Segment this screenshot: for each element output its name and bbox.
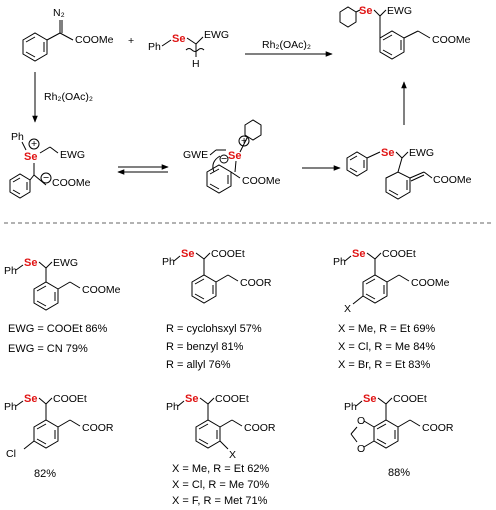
ewg-label: EWG <box>204 29 229 41</box>
ylide-intermediate: Ph Se + EWG − COOMe <box>9 131 91 199</box>
yield-line: X = Cl, R = Me 84% <box>338 341 435 353</box>
svg-text:COOMe: COOMe <box>411 277 450 289</box>
product-5: Ph Se COOEt X COOR X = Me, R = Et 62% X … <box>166 393 276 507</box>
svg-text:COOMe: COOMe <box>52 177 91 189</box>
reagent-top: Rh₂(OAc)₂ <box>262 39 311 51</box>
svg-text:Ph: Ph <box>4 265 17 277</box>
yield-line: X = Me, R = Et 62% <box>172 463 269 475</box>
yield-line: R = allyl 76% <box>166 359 231 371</box>
svg-text:+: + <box>31 138 37 150</box>
svg-text:COOEt: COOEt <box>393 393 427 405</box>
cyclic-ylide: GWE Se + − COOMe <box>183 119 281 194</box>
svg-text:Se: Se <box>352 248 365 260</box>
product-2: Ph Se COOEt COOR R = cyclohsxyl 57% R = … <box>162 248 272 371</box>
svg-text:Ph: Ph <box>162 256 175 268</box>
svg-text:COOEt: COOEt <box>382 248 416 260</box>
svg-text:Ph: Ph <box>11 131 24 143</box>
svg-text:COOR: COOR <box>240 277 272 289</box>
svg-text:Cl: Cl <box>6 448 16 460</box>
svg-text:Se: Se <box>185 393 198 405</box>
dearomatized-intermediate: Se EWG COOMe <box>346 147 472 200</box>
yield-line: EWG = CN 79% <box>8 343 88 355</box>
svg-text:EWG: EWG <box>387 5 412 17</box>
svg-text:Ph: Ph <box>333 256 346 268</box>
svg-text:X: X <box>229 449 236 461</box>
product-1: Ph Se EWG COOMe EWG = COOEt 86% EWG = CN… <box>4 257 121 355</box>
yield-line: 88% <box>388 467 410 479</box>
coome-label: COOMe <box>75 34 114 46</box>
svg-text:Ph: Ph <box>4 401 17 413</box>
svg-text:COOEt: COOEt <box>215 393 249 405</box>
svg-text:Se: Se <box>359 5 372 17</box>
svg-text:Se: Se <box>24 151 37 163</box>
product-3: Ph Se COOEt X COOMe X = Me, R = Et 69% X… <box>333 248 450 371</box>
svg-text:COOR: COOR <box>244 422 276 434</box>
svg-text:EWG: EWG <box>53 257 78 269</box>
svg-text:EWG: EWG <box>60 149 85 161</box>
svg-text:COOEt: COOEt <box>211 248 245 260</box>
svg-text:−: − <box>221 153 227 165</box>
svg-text:Se: Se <box>24 393 37 405</box>
n2-label: N₂ <box>53 7 65 19</box>
svg-text:Se: Se <box>24 257 37 269</box>
yield-line: R = cyclohsxyl 57% <box>166 323 262 335</box>
top-product: Se EWG COOMe <box>339 5 471 60</box>
svg-text:COOMe: COOMe <box>432 34 471 46</box>
reagent-left: Rh₂(OAc)₂ <box>44 91 93 103</box>
h-label: H <box>192 58 200 70</box>
yield-line: X = F, R = Met 71% <box>172 495 268 507</box>
svg-text:X: X <box>344 303 351 315</box>
yield-line: X = Br, R = Et 83% <box>338 359 431 371</box>
yield-line: X = Cl, R = Me 70% <box>172 479 269 491</box>
yield-line: X = Me, R = Et 69% <box>338 323 435 335</box>
svg-text:COOEt: COOEt <box>53 393 87 405</box>
svg-text:O: O <box>357 443 365 455</box>
yield-line: 82% <box>34 468 56 480</box>
svg-text:GWE: GWE <box>183 149 208 161</box>
svg-text:Se: Se <box>381 147 394 159</box>
svg-text:COOMe: COOMe <box>433 174 472 186</box>
yield-line: R = benzyl 81% <box>166 341 244 353</box>
yield-line: EWG = COOEt 86% <box>8 323 108 335</box>
svg-text:Se: Se <box>363 393 376 405</box>
svg-text:COOR: COOR <box>82 422 114 434</box>
diazo-ester: N₂ COOMe <box>22 7 114 62</box>
selenide-reagent: Ph Se EWG H <box>148 29 229 70</box>
svg-text:COOMe: COOMe <box>242 175 281 187</box>
ph-label: Ph <box>148 41 161 53</box>
product-6: Ph Se COOEt O O COOR 88% <box>344 393 454 479</box>
svg-text:Ph: Ph <box>344 401 357 413</box>
svg-text:Ph: Ph <box>166 401 179 413</box>
svg-text:Se: Se <box>228 150 241 162</box>
product-4: Ph Se COOEt Cl COOR 82% <box>4 393 114 480</box>
svg-text:EWG: EWG <box>409 147 434 159</box>
svg-text:+: + <box>241 135 247 147</box>
svg-text:Se: Se <box>181 248 194 260</box>
svg-text:COOMe: COOMe <box>82 284 121 296</box>
svg-text:O: O <box>357 415 365 427</box>
svg-text:−: − <box>43 172 49 184</box>
se-label: Se <box>172 33 185 45</box>
plus-sign: + <box>128 35 134 47</box>
svg-text:COOR: COOR <box>422 422 454 434</box>
